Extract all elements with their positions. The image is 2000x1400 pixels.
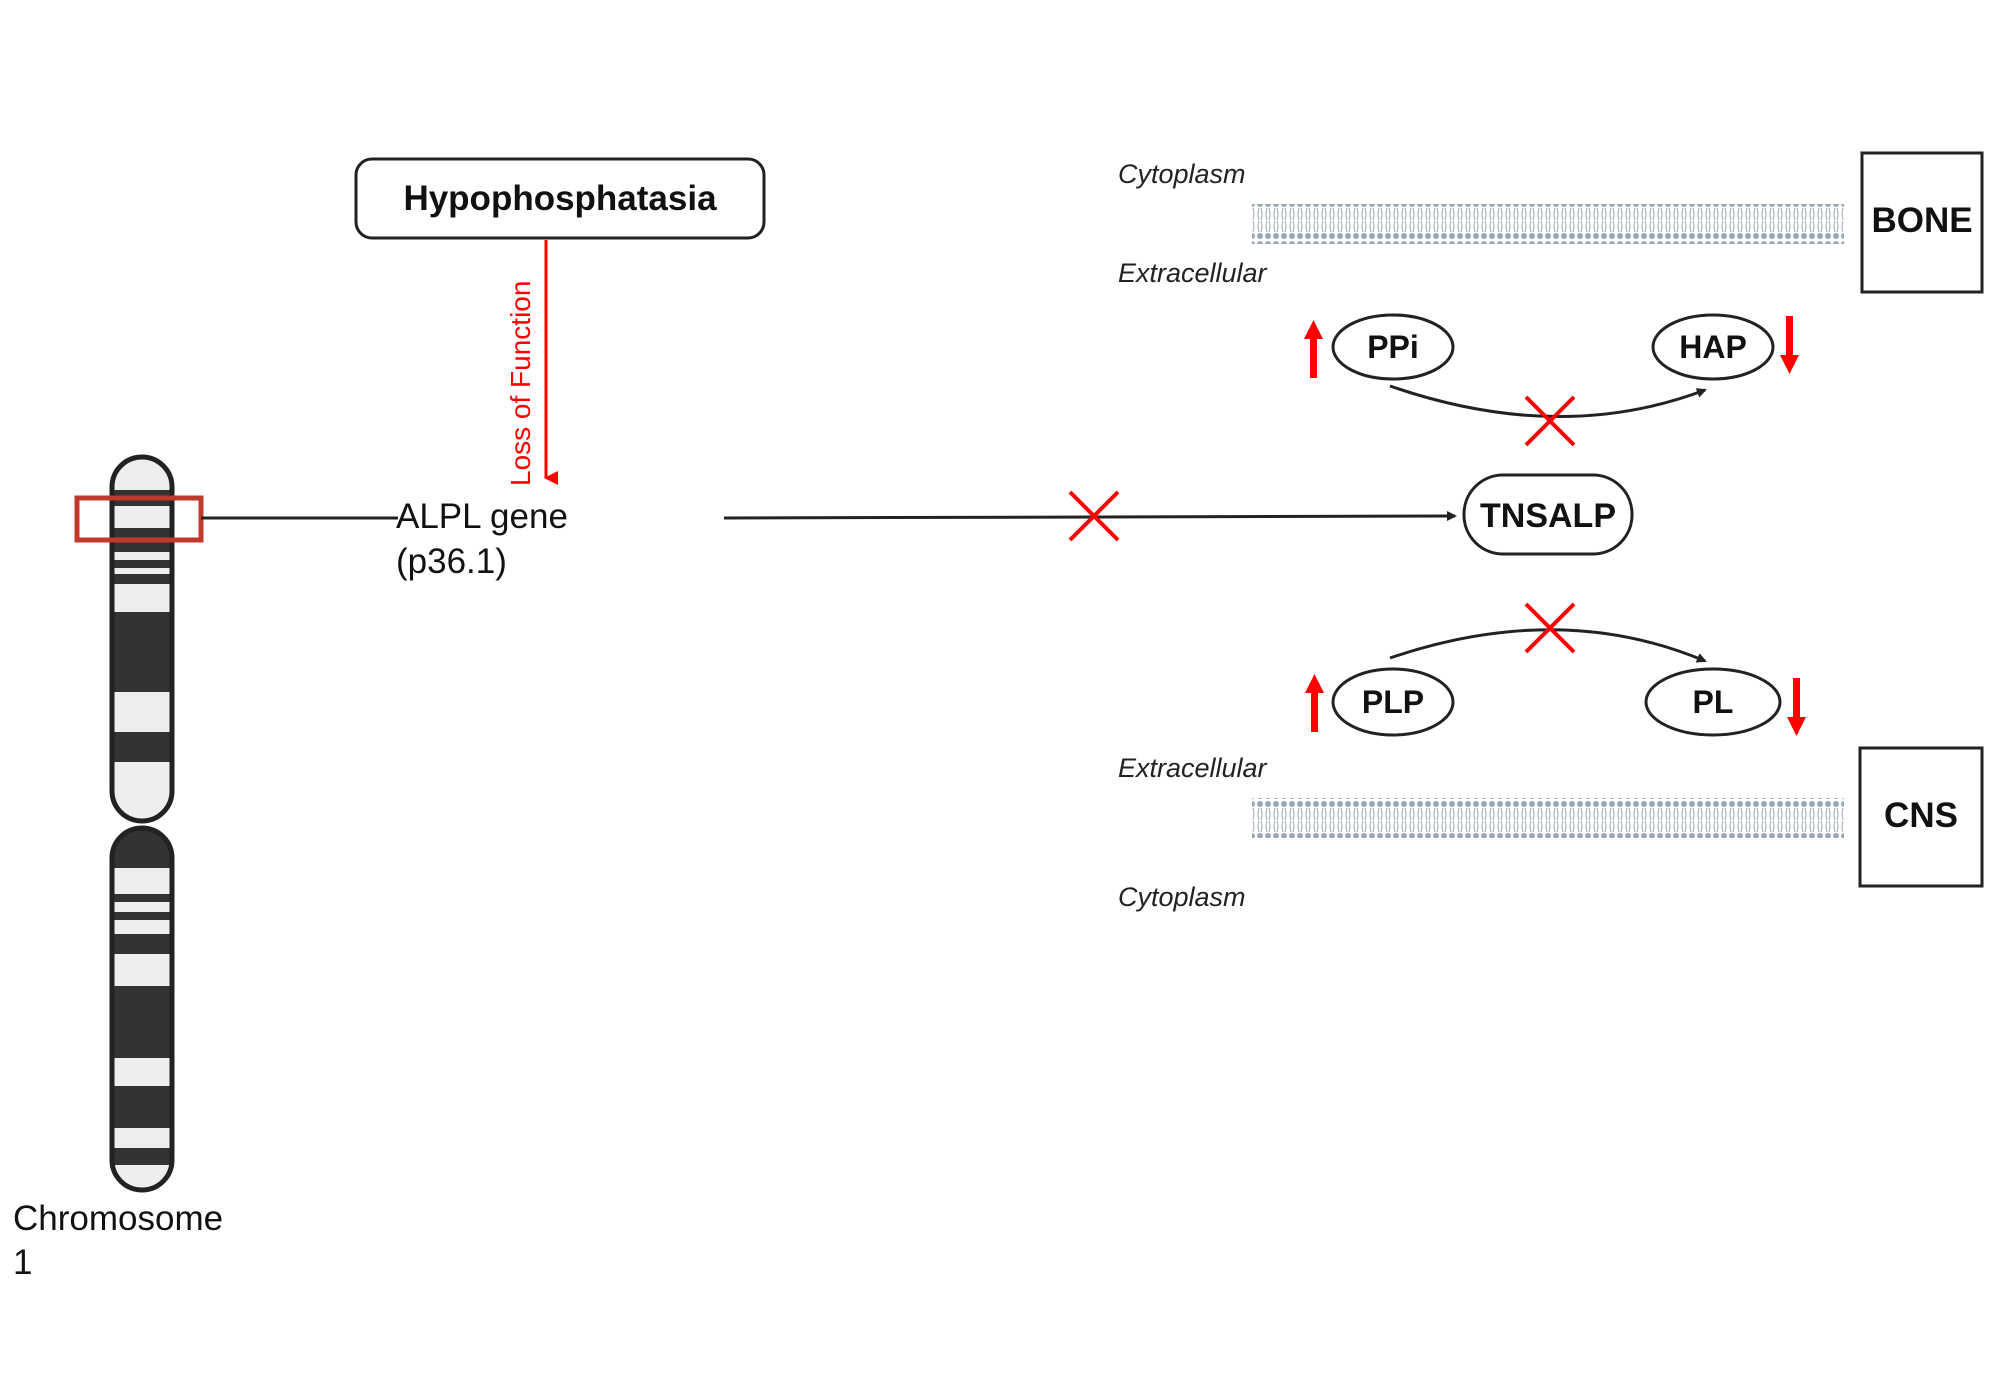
- disease-box: [354, 157, 766, 240]
- chromosome-q-arm: [112, 828, 172, 1190]
- chromosome-p-arm: [112, 457, 172, 821]
- pl-node: [1644, 667, 1782, 737]
- enzyme-node: [1462, 473, 1634, 556]
- cns-tissue-box: [1858, 746, 1984, 888]
- hap-label: HAP: [1679, 329, 1747, 365]
- enzyme-label: TNSALP: [1480, 497, 1616, 535]
- cns-extracellular-label: Extracellular: [1118, 753, 1268, 783]
- chromosome-label-line2: 1: [13, 1243, 32, 1282]
- plp-to-pl-reaction-arrow: [1389, 628, 1707, 663]
- ppi-to-hap-reaction-arrow: [1389, 384, 1707, 419]
- bone-membrane: [1252, 204, 1844, 244]
- chromosome-label-line1: Chromosome: [13, 1199, 223, 1238]
- pl-decrease-arrow-icon: [1787, 678, 1806, 736]
- ppi-increase-arrow-icon: [1304, 320, 1323, 378]
- plp-label: PLP: [1362, 684, 1424, 720]
- ppi-label: PPi: [1367, 329, 1419, 365]
- blocked-bone-reaction-x: [1524, 395, 1576, 447]
- blocked-expression-x: [1068, 490, 1120, 542]
- pl-label: PL: [1693, 684, 1734, 720]
- bone-panel: Cytoplasm Extracellular BONE PPi HAP: [1118, 151, 1984, 447]
- bone-cytoplasm-label: Cytoplasm: [1118, 159, 1246, 189]
- loss-of-function-label: Loss of Function: [505, 281, 536, 486]
- cns-cytoplasm-label: Cytoplasm: [1118, 882, 1246, 912]
- bone-extracellular-label: Extracellular: [1118, 258, 1268, 288]
- cns-tissue-label: CNS: [1884, 796, 1958, 835]
- gene-name: ALPL gene: [396, 497, 568, 536]
- plp-node: [1331, 667, 1455, 737]
- chromosome-1: [74, 454, 204, 1193]
- plp-increase-arrow-icon: [1305, 674, 1324, 732]
- cns-membrane: [1252, 798, 1844, 838]
- hap-node: [1651, 313, 1775, 381]
- bone-tissue-label: BONE: [1871, 201, 1972, 240]
- ppi-node: [1331, 313, 1455, 381]
- bone-tissue-box: [1860, 151, 1984, 294]
- disease-title: Hypophosphatasia: [403, 179, 717, 218]
- gene-to-enzyme-arrow: [723, 511, 1457, 522]
- blocked-cns-reaction-x: [1524, 602, 1576, 654]
- cns-panel: PLP PL Extracellular Cytoplasm CNS: [1118, 602, 1984, 912]
- hap-decrease-arrow-icon: [1780, 316, 1799, 374]
- gene-locus: (p36.1): [396, 542, 507, 581]
